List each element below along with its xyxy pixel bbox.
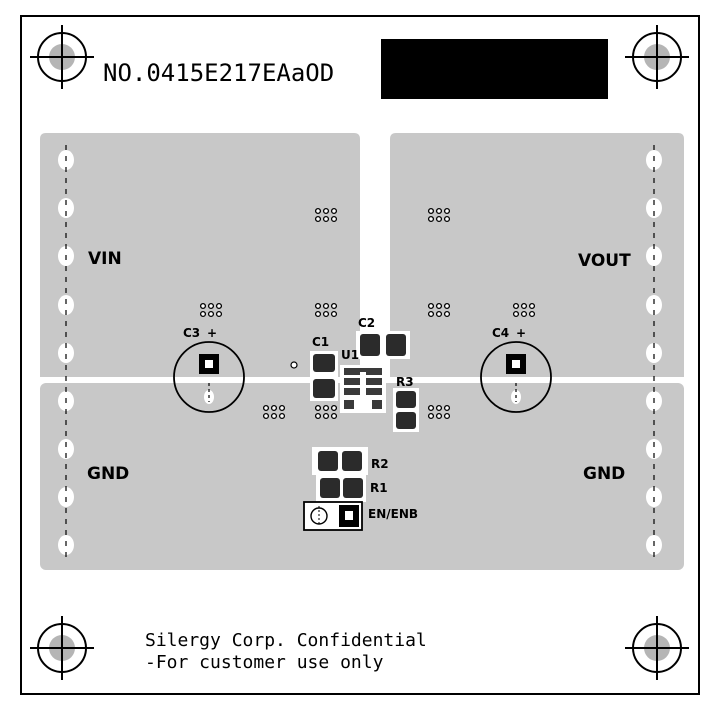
fiducial-bottom-left: [30, 616, 94, 680]
right-edge-vias: [646, 150, 662, 555]
copper-vin-pour: [40, 133, 360, 377]
label-c4-plus: +: [516, 326, 526, 340]
resistor-r1: [316, 474, 366, 502]
confidential-line-1: Silergy Corp. Confidential: [145, 630, 427, 651]
copper-vout-pour: [390, 133, 684, 377]
label-c1: C1: [312, 335, 329, 349]
label-u1: U1: [341, 348, 359, 362]
u1-pin1-marker: [290, 361, 298, 369]
label-gnd-right: GND: [583, 464, 625, 484]
en-header: [303, 501, 363, 531]
fiducial-bottom-right: [625, 616, 689, 680]
capacitor-c1: [310, 351, 338, 401]
label-r3: R3: [396, 375, 414, 389]
label-c3-plus: +: [207, 326, 217, 340]
part-number: NO.0415E217EAaOD: [103, 59, 334, 87]
fiducial-top-right: [625, 25, 689, 89]
capacitor-c3: [173, 341, 245, 413]
left-edge-vias: [58, 150, 74, 555]
label-en: EN/ENB: [368, 507, 418, 521]
redacted-block: [381, 39, 608, 99]
confidential-line-2: -For customer use only: [145, 652, 384, 673]
label-r2: R2: [371, 457, 389, 471]
capacitor-c2: [356, 331, 410, 359]
capacitor-c4: [480, 341, 552, 413]
label-c2: C2: [358, 316, 375, 330]
label-c4: C4: [492, 326, 509, 340]
label-r1: R1: [370, 481, 388, 495]
resistor-r2: [312, 447, 368, 475]
label-vin: VIN: [88, 249, 122, 269]
resistor-r3: [393, 388, 419, 432]
fiducial-top-left: [30, 25, 94, 89]
via-clusters: [199, 207, 536, 420]
ic-u1: [340, 365, 386, 413]
label-gnd-left: GND: [87, 464, 129, 484]
label-c3: C3: [183, 326, 200, 340]
label-vout: VOUT: [578, 251, 631, 271]
